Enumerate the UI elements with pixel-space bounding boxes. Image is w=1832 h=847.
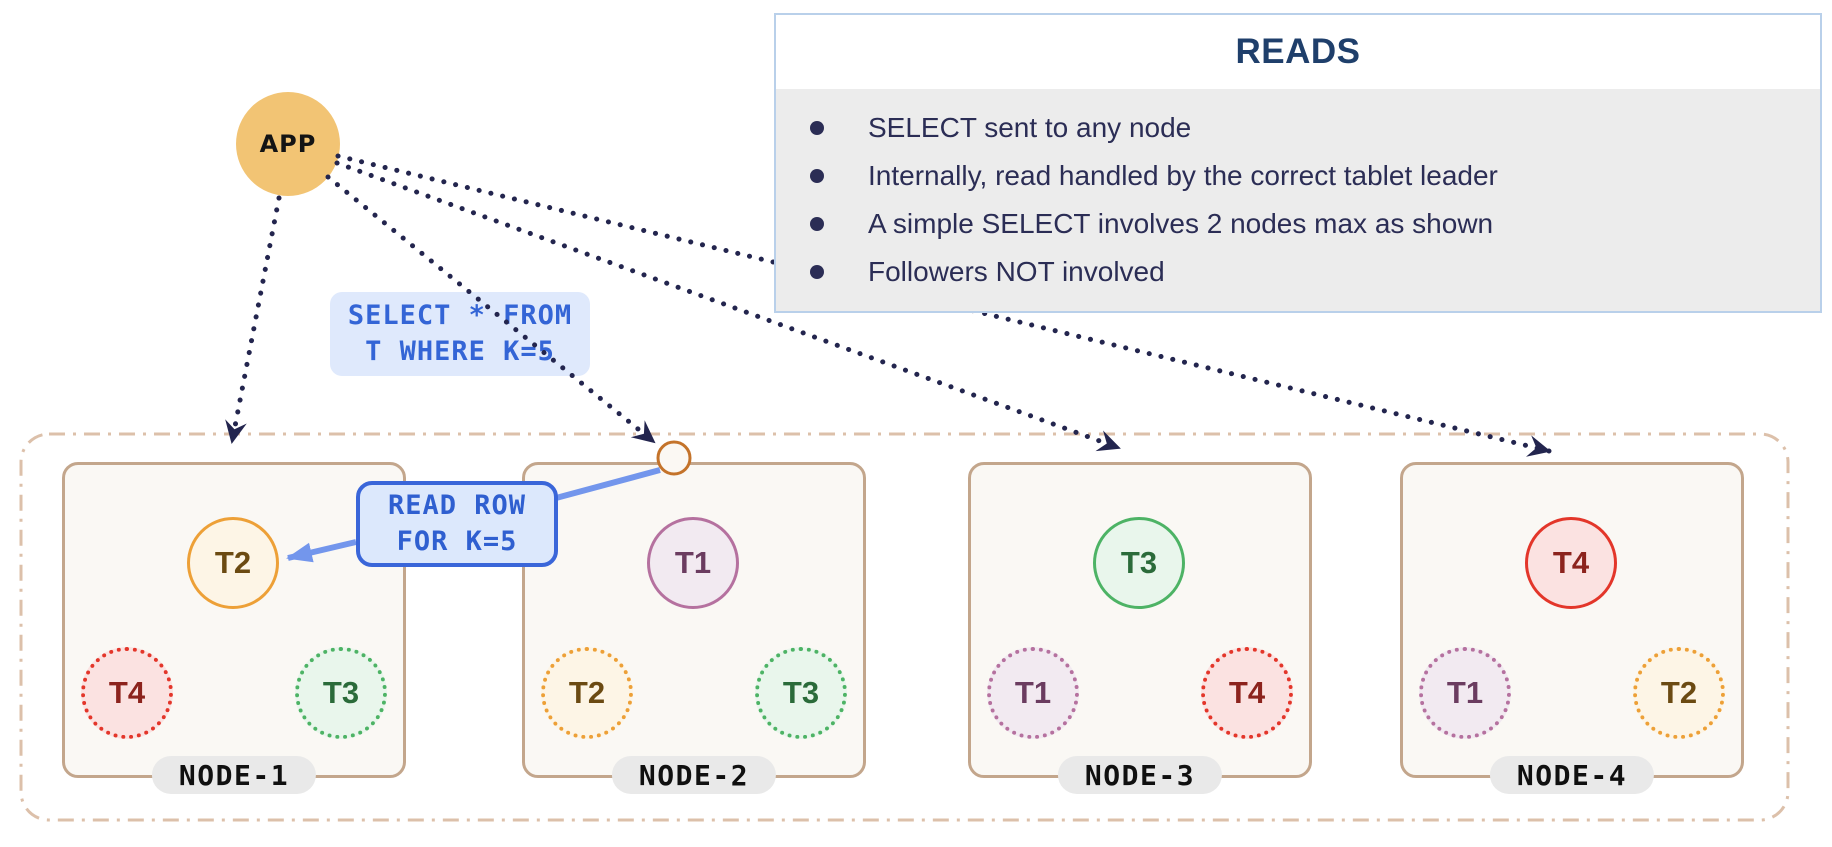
reads-bullet-item: Internally, read handled by the correct … [776,152,1820,200]
read-row-label: READ ROW FOR K=5 [356,481,558,567]
select-query-label: SELECT * FROM T WHERE K=5 [330,292,590,376]
tablet-label: T3 [782,675,820,710]
node-label-badge: NODE-4 [1489,756,1655,794]
tablet-label: T4 [1228,675,1266,710]
tablet-follower-circle: T4 [81,647,173,739]
tablet-leader-circle: T2 [187,517,279,609]
tablet-follower-circle: T3 [295,647,387,739]
bullet-text: SELECT sent to any node [868,112,1192,143]
tablet-follower-circle: T2 [541,647,633,739]
tablet-follower-circle: T1 [987,647,1079,739]
read-row-to-leader-arrow [286,539,357,563]
tablet-label: T3 [1120,545,1158,580]
tablet-label: T4 [108,675,146,710]
node2-entry-point-circle [656,440,692,476]
tablet-leader-circle: T1 [647,517,739,609]
tablet-label: T1 [674,545,712,580]
bullet-icon [810,265,824,279]
tablet-follower-circle: T3 [755,647,847,739]
reads-bullet-item: A simple SELECT involves 2 nodes max as … [776,200,1820,248]
bullet-icon [810,121,824,135]
tablet-leader-circle: T3 [1093,517,1185,609]
entry-to-read-row-connector [555,467,661,501]
tablet-label: T2 [568,675,606,710]
tablet-label: T1 [1014,675,1052,710]
node-label-badge: NODE-3 [1057,756,1223,794]
node-label-badge: NODE-1 [151,756,317,794]
node-box-3: T3 T1 T4 NODE-3 [968,462,1312,794]
cluster-boundary [19,432,1790,822]
tablet-label: T4 [1552,545,1590,580]
read-row-line1: READ ROW [387,489,527,521]
reads-bullet-item: SELECT sent to any node [776,104,1820,152]
reads-panel-title: READS [776,15,1820,89]
node-box-2: T1 T2 T3 NODE-2 [522,462,866,794]
reads-panel-body: SELECT sent to any node Internally, read… [776,89,1820,311]
select-query-line2: T WHERE K=5 [365,336,555,367]
tablet-follower-circle: T2 [1633,647,1725,739]
node-box-1: T2 T4 T3 NODE-1 [62,462,406,794]
bullet-text: Followers NOT involved [868,256,1165,287]
tablet-label: T2 [214,545,252,580]
bullet-text: Internally, read handled by the correct … [868,160,1498,191]
app-to-node1-dotted-arrow [225,195,282,445]
app-to-node4-dotted-arrow [335,153,1552,457]
tablet-label: T1 [1446,675,1484,710]
app-label: APP [259,130,317,158]
tablet-leader-circle: T4 [1525,517,1617,609]
node-label-badge: NODE-2 [611,756,777,794]
tablet-label: T3 [322,675,360,710]
app-circle: APP [236,92,340,196]
tablet-follower-circle: T4 [1201,647,1293,739]
reads-panel: READS SELECT sent to any node Internally… [774,13,1822,313]
tablet-label: T2 [1660,675,1698,710]
reads-bullet-item: Followers NOT involved [776,248,1820,296]
bullet-icon [810,169,824,183]
select-query-line1: SELECT * FROM [347,299,573,331]
app-to-node2-dotted-arrow [325,174,657,445]
bullet-text: A simple SELECT involves 2 nodes max as … [868,208,1494,239]
bullet-icon [810,217,824,231]
node-box-4: T4 T1 T2 NODE-4 [1400,462,1744,794]
read-row-line2: FOR K=5 [396,526,518,557]
tablet-follower-circle: T1 [1419,647,1511,739]
